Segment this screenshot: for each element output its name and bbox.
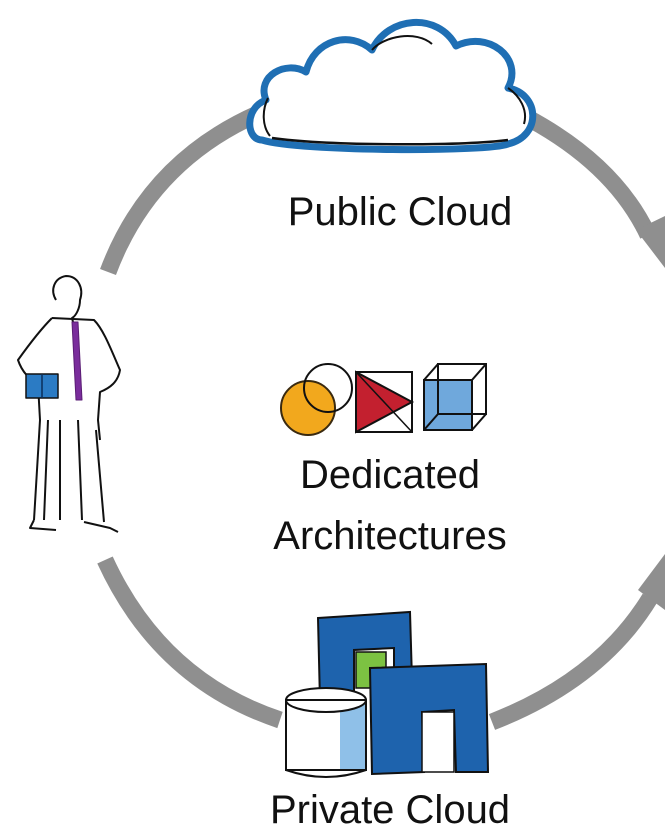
cloud-icon bbox=[246, 19, 537, 154]
cube-icon bbox=[423, 363, 487, 431]
datacenter-icon bbox=[285, 610, 490, 778]
outline-circle-icon bbox=[303, 363, 353, 413]
arc-top-right bbox=[523, 110, 656, 239]
arc-bottom-left bbox=[97, 556, 283, 729]
arc-top-left bbox=[100, 104, 266, 275]
arc-bottom-right bbox=[488, 593, 658, 730]
orange-circle-icon bbox=[280, 380, 336, 436]
private-cloud-label: Private Cloud bbox=[269, 788, 511, 832]
dedicated-label-line1: Dedicated bbox=[299, 453, 481, 497]
public-cloud-label: Public Cloud bbox=[287, 190, 513, 234]
shapes-icon bbox=[280, 363, 487, 436]
arrowhead-lower-right bbox=[638, 554, 665, 610]
arrowhead-upper-right bbox=[636, 216, 665, 268]
dedicated-label-line2: Architectures bbox=[273, 514, 507, 558]
person-icon bbox=[17, 275, 121, 533]
cycle-arrows bbox=[97, 104, 658, 730]
